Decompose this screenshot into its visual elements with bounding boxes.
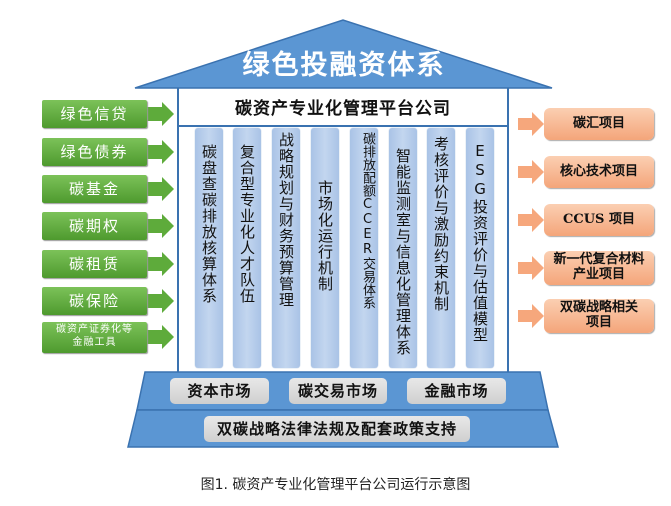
market-financial: 金融市场 [407, 378, 506, 404]
system-title: 绿色投融资体系 [242, 50, 446, 81]
left-item-green-bond: 绿色债券 [42, 138, 147, 166]
figure-caption: 图1. 碳资产专业化管理平台公司运行示意图 [200, 477, 471, 493]
left-item-carbon-option: 碳期权 [42, 212, 147, 240]
market-carbon-trading: 碳交易市场 [289, 378, 387, 404]
composite-line2: 产业项目 [572, 267, 625, 282]
pillar-esg-valuation: ESG投资评价与估值模型 [466, 128, 494, 368]
pillar-carbon-accounting: 碳盘查碳排放核算体系 [195, 128, 223, 368]
securitization-line1: 碳资产证券化等 [56, 324, 133, 335]
right-item-dual-carbon: 双碳战略相关 项目 [544, 299, 654, 333]
left-item-green-credit: 绿色信贷 [42, 100, 147, 128]
roof [134, 19, 553, 89]
company-name: 碳资产专业化管理平台公司 [235, 99, 451, 119]
right-item-core-tech: 核心技术项目 [544, 156, 654, 188]
pillar-strategy-budget: 战略规划与财务预算管理 [272, 128, 300, 368]
left-item-carbon-fund: 碳基金 [42, 175, 147, 203]
dual-carbon-line2: 项目 [585, 315, 612, 330]
left-item-carbon-lease: 碳租赁 [42, 250, 147, 278]
pillar-market-mechanism: 市场化运行机制 [311, 128, 339, 368]
market-capital: 资本市场 [170, 378, 269, 404]
left-item-carbon-insurance: 碳保险 [42, 287, 147, 315]
pillar-ccer-trading: 碳排放配额CCER交易体系 [350, 128, 378, 368]
dual-carbon-line1: 双碳战略相关 [559, 300, 638, 315]
securitization-line2: 金融工具 [72, 337, 117, 348]
pillar-talent-team: 复合型专业化人才队伍 [233, 128, 261, 368]
pillar-evaluation-incentive: 考核评价与激励约束机制 [427, 128, 455, 368]
composite-line1: 新一代复合材料 [553, 252, 645, 267]
right-item-composite-materials: 新一代复合材料 产业项目 [544, 251, 654, 285]
foundation-policy-support: 双碳战略法律法规及配套政策支持 [204, 416, 470, 442]
left-item-securitization: 碳资产证券化等 金融工具 [42, 322, 147, 353]
pillar-monitoring-info: 智能监测室与信息化管理体系 [389, 128, 417, 368]
right-item-carbon-sink: 碳汇项目 [544, 108, 654, 140]
right-item-ccus: CCUS 项目 [544, 204, 654, 236]
